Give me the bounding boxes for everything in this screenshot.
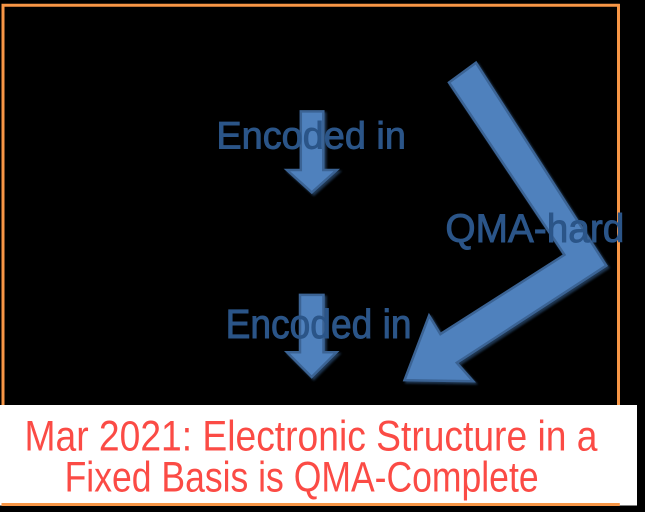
svg-text:Mar 2021: Electronic Structure: Mar 2021: Electronic Structure in a: [25, 413, 598, 461]
svg-text:Fixed Basis is QMA-Complete: Fixed Basis is QMA-Complete: [65, 454, 539, 502]
svg-text:Encoded in: Encoded in: [216, 116, 406, 158]
svg-text:Encoded in: Encoded in: [226, 301, 412, 347]
svg-text:QMA-hard: QMA-hard: [445, 207, 624, 251]
